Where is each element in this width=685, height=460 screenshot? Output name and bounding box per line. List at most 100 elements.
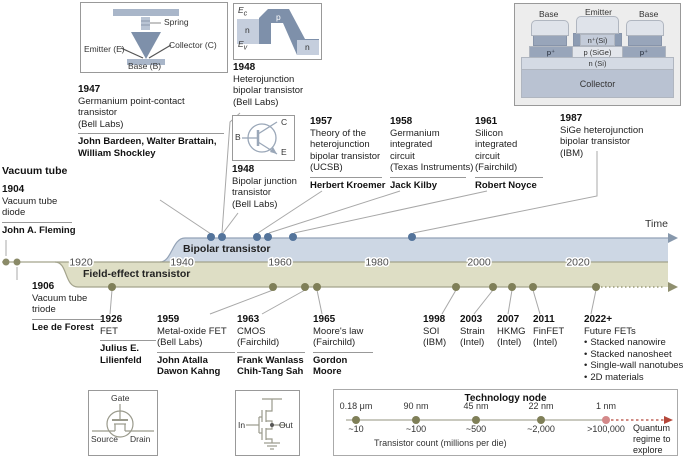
timeline-dot-fet — [452, 283, 460, 291]
base-mound-right — [626, 20, 664, 36]
event-2003: 2003 Strain (Intel) — [460, 314, 485, 348]
band-diagram-inset: Ec Ev n p n — [233, 3, 322, 60]
bullet: • — [584, 337, 588, 348]
bullet: • — [584, 360, 588, 371]
tech-node-dot — [602, 416, 610, 424]
event-2007: 2007 HKMG (Intel) — [497, 314, 526, 348]
bjt-b-label: B — [235, 132, 241, 142]
emitter-mound — [576, 16, 619, 34]
sige-base-right-label: Base — [639, 9, 659, 19]
timeline-dot-bipolar — [264, 233, 272, 241]
time-label: Time — [645, 218, 668, 230]
event-2022: 2022+ Future FETs •Stacked nanowire •Sta… — [584, 314, 684, 383]
cmos-inset: In Out — [235, 390, 300, 456]
transistor-count-axis-label: Transistor count (millions per die) — [373, 438, 507, 448]
event-2011: 2011 FinFET (Intel) — [533, 314, 565, 348]
sige-base-left-label: Base — [539, 9, 559, 19]
tech-node-count: ~100 — [405, 424, 427, 434]
bjt-symbol-inset: B C E — [232, 115, 295, 161]
base-label: Base (B) — [128, 61, 162, 71]
divider — [100, 340, 156, 341]
quantum-arrowhead — [664, 416, 673, 424]
event-1906: 1906 Vacuum tube triode Lee de Forest — [32, 281, 102, 333]
bullet: • — [584, 348, 588, 360]
collector-label: Collector (C) — [169, 40, 217, 50]
spacer-right — [614, 33, 622, 46]
event-1961: 1961 Silicon integrated circuit (Fairchi… — [475, 116, 543, 191]
bipolar-band-top-edge — [159, 237, 668, 263]
bjt-c-label: C — [281, 117, 288, 127]
tech-node-dot — [472, 416, 480, 424]
year-tick-label: 2000 — [467, 257, 491, 269]
event-1948-hbt: 1948 Heterojunction bipolar transistor (… — [233, 62, 304, 108]
event-1965: 1965 Moore's law (Fairchild) Gordon Moor… — [313, 314, 373, 378]
divider — [32, 318, 102, 320]
band-diagram — [237, 9, 319, 55]
bipolar-band-shape — [160, 238, 668, 262]
event-1926: 1926 FET Julius E. Lilienfeld — [100, 314, 156, 366]
vacuum-tube-header: Vacuum tube — [2, 165, 68, 177]
source-label: Source — [91, 434, 118, 444]
divider — [2, 221, 72, 223]
out-label: Out — [279, 420, 293, 430]
bjt-e-label: E — [281, 147, 287, 157]
tech-node-axis — [346, 416, 673, 424]
tech-node-dots — [352, 416, 610, 424]
timeline-dot-vacuum — [2, 258, 10, 266]
vacuum-dots — [2, 258, 21, 266]
tech-node-dot — [352, 416, 360, 424]
sige-emitter-label: Emitter — [585, 7, 612, 17]
emitter-label: Emitter (E) — [84, 44, 125, 54]
cmos-inverter-symbol — [246, 398, 286, 450]
timeline-dot-fet — [489, 283, 497, 291]
base-mound-left — [531, 20, 569, 36]
spring-label: Spring — [164, 17, 189, 27]
timeline-dot-fet — [592, 283, 600, 291]
event-1987: 1987 SiGe heterojunction bipolar transis… — [560, 113, 644, 159]
year-tick-label: 1980 — [365, 257, 389, 269]
bullet: • — [584, 371, 588, 383]
mosfet-symbol — [92, 404, 154, 438]
bjt-symbol — [242, 121, 278, 155]
tech-node-count: >100,000 — [587, 424, 625, 434]
tech-node-count: ~500 — [465, 424, 487, 434]
tech-node-dot — [412, 416, 420, 424]
drain-label: Drain — [130, 434, 151, 444]
fet-dots — [108, 283, 600, 291]
fet-band-label: Field-effect transistor — [83, 268, 191, 280]
timeline-dot-fet — [269, 283, 277, 291]
tech-node-dot — [537, 416, 545, 424]
year-tick-label: 1960 — [268, 257, 292, 269]
event-1947: 1947 Germanium point-contact transistor … — [78, 84, 224, 159]
quantum-line-1: Quantum — [633, 423, 671, 433]
fet-arrowhead — [668, 282, 678, 292]
timeline-dot-fet — [508, 283, 516, 291]
tech-node-count: ~2,000 — [527, 424, 555, 434]
tech-node-label: 0.18 μm — [339, 401, 373, 411]
tech-node-label: 22 nm — [528, 401, 554, 411]
year-tick-label: 1920 — [69, 257, 93, 269]
event-1958: 1958 Germanium integrated circuit (Texas… — [390, 116, 474, 191]
tech-node-label: 1 nm — [595, 401, 617, 411]
in-label: In — [238, 420, 246, 430]
year-tick-label: 1940 — [170, 257, 194, 269]
tech-node-label: 90 nm — [403, 401, 429, 411]
n-left-label: n — [245, 25, 250, 35]
gate-label: Gate — [111, 393, 130, 403]
time-arrowhead — [668, 233, 678, 243]
timeline-dot-fet — [301, 283, 309, 291]
fet-band-bottom-edge — [54, 261, 598, 288]
mosfet-inset: Gate Source Drain — [88, 390, 158, 456]
timeline-dot-fet — [529, 283, 537, 291]
tech-node-label: 45 nm — [463, 401, 489, 411]
tech-node-count: ~10 — [348, 424, 364, 434]
divider — [313, 351, 373, 353]
divider — [237, 351, 305, 353]
divider — [310, 176, 382, 178]
year-tick-label: 2020 — [566, 257, 590, 269]
collector-layer: Collector — [521, 69, 674, 98]
event-1959: 1959 Metal-oxide FET (Bell Labs) John At… — [157, 314, 235, 378]
event-1957: 1957 Theory of the heterojunction bipola… — [310, 116, 386, 191]
